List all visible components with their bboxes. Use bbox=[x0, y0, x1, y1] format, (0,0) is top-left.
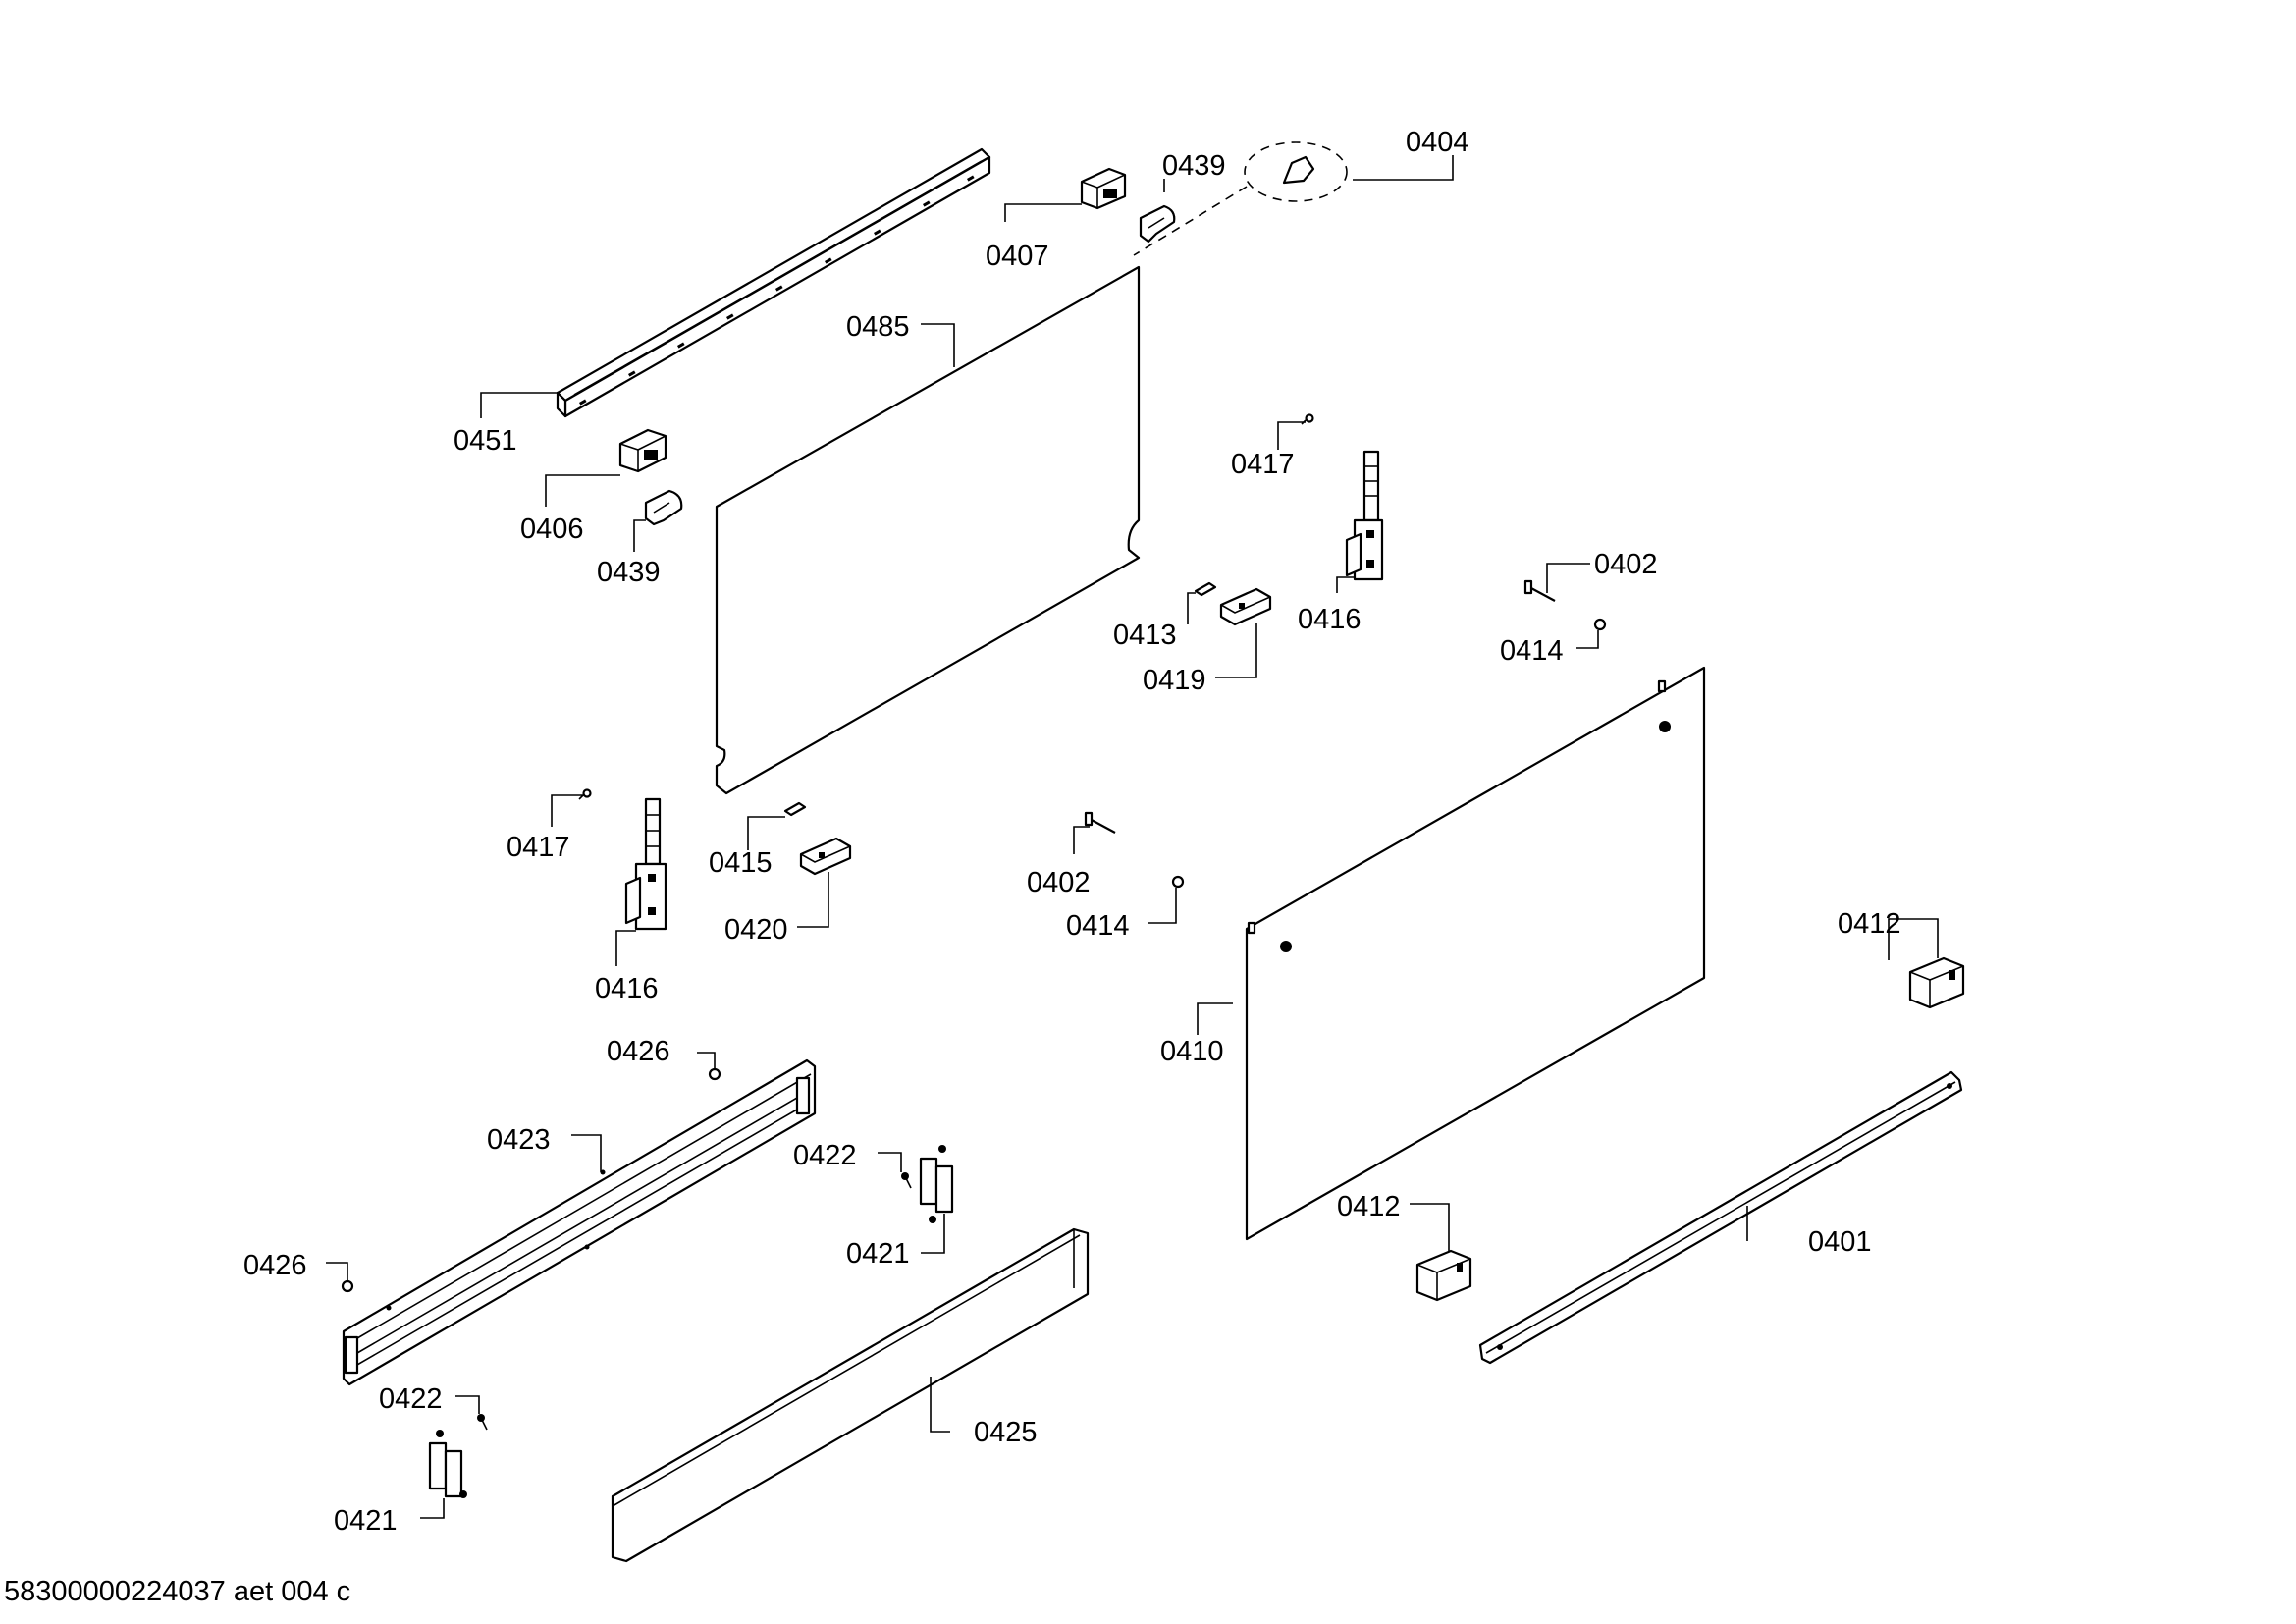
label-0425: 0425 bbox=[974, 1417, 1038, 1448]
label-0426-upper: 0426 bbox=[607, 1036, 670, 1067]
part-0426-screw-lower bbox=[341, 1279, 354, 1293]
part-0423-frame bbox=[342, 1058, 817, 1386]
part-0422-screw bbox=[901, 1172, 912, 1189]
label-0485: 0485 bbox=[846, 311, 910, 343]
label-0419: 0419 bbox=[1143, 665, 1206, 696]
part-0451-rail bbox=[556, 147, 991, 418]
label-0416-right: 0416 bbox=[1298, 604, 1362, 635]
part-0485-glass-panel bbox=[715, 265, 1141, 795]
label-0413: 0413 bbox=[1113, 620, 1177, 651]
label-0414-right: 0414 bbox=[1500, 635, 1564, 667]
label-0417-left: 0417 bbox=[507, 832, 570, 863]
part-0421-bracket bbox=[919, 1145, 954, 1223]
label-0420: 0420 bbox=[724, 914, 788, 946]
label-0406: 0406 bbox=[520, 514, 584, 545]
label-0451: 0451 bbox=[454, 425, 517, 457]
part-0413-slider bbox=[1194, 581, 1217, 597]
part-0410-outer-glass bbox=[1245, 666, 1706, 1241]
part-0412-spacer bbox=[1908, 956, 1965, 1009]
part-0439-bracket bbox=[1139, 204, 1176, 244]
part-0416-hinge bbox=[1345, 450, 1384, 581]
label-0423: 0423 bbox=[487, 1124, 551, 1156]
label-0415: 0415 bbox=[709, 847, 773, 879]
label-0422-lower: 0422 bbox=[379, 1383, 443, 1415]
part-0416-hinge-left bbox=[624, 797, 667, 931]
label-0412-right: 0412 bbox=[1838, 908, 1901, 940]
part-0402-screw-left bbox=[1084, 811, 1116, 834]
part-0421-bracket-lower bbox=[428, 1430, 467, 1498]
part-0425-trim bbox=[611, 1227, 1090, 1563]
label-0421-upper: 0421 bbox=[846, 1238, 910, 1270]
part-0406-clip bbox=[618, 428, 667, 473]
part-0402-screw bbox=[1523, 579, 1556, 602]
label-0426-lower: 0426 bbox=[243, 1250, 307, 1281]
part-0417-screw-left bbox=[578, 788, 592, 800]
label-0402-left: 0402 bbox=[1027, 867, 1091, 898]
label-0407: 0407 bbox=[986, 241, 1049, 272]
label-0439-left: 0439 bbox=[597, 557, 661, 588]
label-0417-right: 0417 bbox=[1231, 449, 1295, 480]
part-0426-screw bbox=[708, 1067, 721, 1081]
leader-lines bbox=[326, 155, 1939, 1519]
part-0420-catch bbox=[799, 837, 852, 876]
label-0422-upper: 0422 bbox=[793, 1140, 857, 1171]
label-0421-lower: 0421 bbox=[334, 1505, 398, 1537]
label-0439-top: 0439 bbox=[1162, 150, 1226, 182]
part-0407-clip bbox=[1080, 167, 1127, 210]
label-0412-bottom: 0412 bbox=[1337, 1191, 1401, 1222]
label-0410: 0410 bbox=[1160, 1036, 1224, 1067]
part-0415-slider bbox=[783, 801, 807, 817]
document-id: 58300000224037 aet 004 c bbox=[4, 1576, 350, 1607]
part-0422-screw-lower bbox=[477, 1414, 488, 1431]
label-0402-right: 0402 bbox=[1594, 549, 1658, 580]
label-0414-left: 0414 bbox=[1066, 910, 1130, 942]
label-0416-left: 0416 bbox=[595, 973, 659, 1004]
part-0419-catch bbox=[1219, 587, 1272, 626]
label-0401: 0401 bbox=[1808, 1226, 1872, 1258]
label-0404: 0404 bbox=[1406, 127, 1469, 158]
part-0414-nut-left bbox=[1171, 875, 1185, 889]
part-0404-detail bbox=[1133, 141, 1348, 256]
part-0401-rail bbox=[1478, 1070, 1963, 1365]
part-0412-spacer-bottom bbox=[1415, 1249, 1472, 1302]
part-0414-nut bbox=[1593, 618, 1607, 631]
part-0439-bracket-left bbox=[644, 489, 683, 526]
